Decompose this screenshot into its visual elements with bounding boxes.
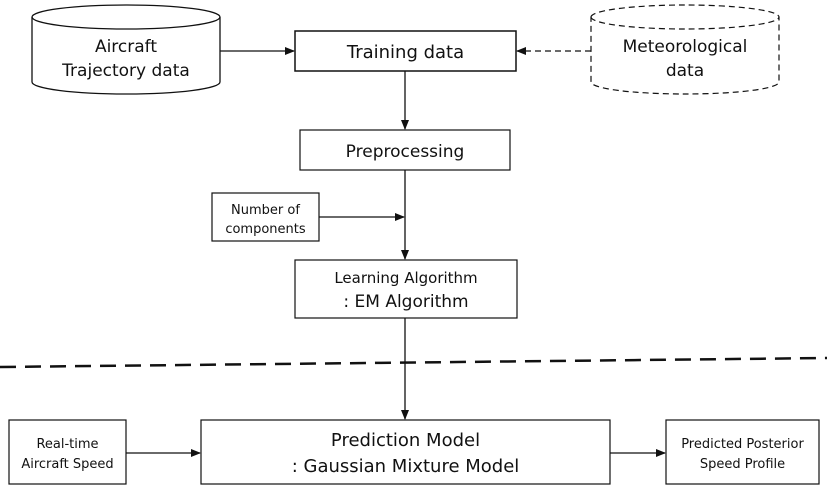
realtime-speed-label-line-1: Real-time <box>36 437 98 452</box>
meteorological-cylinder-rim <box>590 16 780 30</box>
prediction-model-label-line-2: : Gaussian Mixture Model <box>292 456 520 477</box>
training-data-box: Training data <box>294 30 517 72</box>
aircraft-trajectory-cylinder-rim <box>31 16 221 30</box>
number-of-components-label-line-1: Number of <box>231 203 300 218</box>
meteorological-label-line-1: Meteorological <box>623 37 748 57</box>
number-of-components-label-line-2: components <box>225 222 306 237</box>
number-of-components-box: Number of components <box>211 192 320 242</box>
meteorological-label-line-2: data <box>666 61 704 81</box>
predicted-profile-label-line-2: Speed Profile <box>700 457 785 472</box>
prediction-model-box: Prediction Model : Gaussian Mixture Mode… <box>200 419 611 485</box>
realtime-speed-box: Real-time Aircraft Speed <box>8 419 127 485</box>
aircraft-trajectory-label-line-1: Aircraft <box>95 37 157 57</box>
training-data-label: Training data <box>346 42 464 63</box>
preprocessing-box: Preprocessing <box>299 129 511 171</box>
predicted-profile-box: Predicted Posterior Speed Profile <box>665 419 820 485</box>
preprocessing-label: Preprocessing <box>346 142 465 162</box>
meteorological-database: Meteorological data <box>590 4 780 95</box>
aircraft-trajectory-label-line-2: Trajectory data <box>61 61 190 81</box>
learning-algorithm-label-line-2: : EM Algorithm <box>343 292 468 312</box>
prediction-model-label-line-1: Prediction Model <box>331 430 480 451</box>
predicted-profile-label-line-1: Predicted Posterior <box>681 437 804 452</box>
realtime-speed-label-line-2: Aircraft Speed <box>21 457 113 472</box>
learning-algorithm-box: Learning Algorithm : EM Algorithm <box>294 259 518 319</box>
section-divider <box>0 356 827 369</box>
learning-algorithm-label-line-1: Learning Algorithm <box>334 269 477 287</box>
aircraft-trajectory-database: Aircraft Trajectory data <box>31 4 221 95</box>
